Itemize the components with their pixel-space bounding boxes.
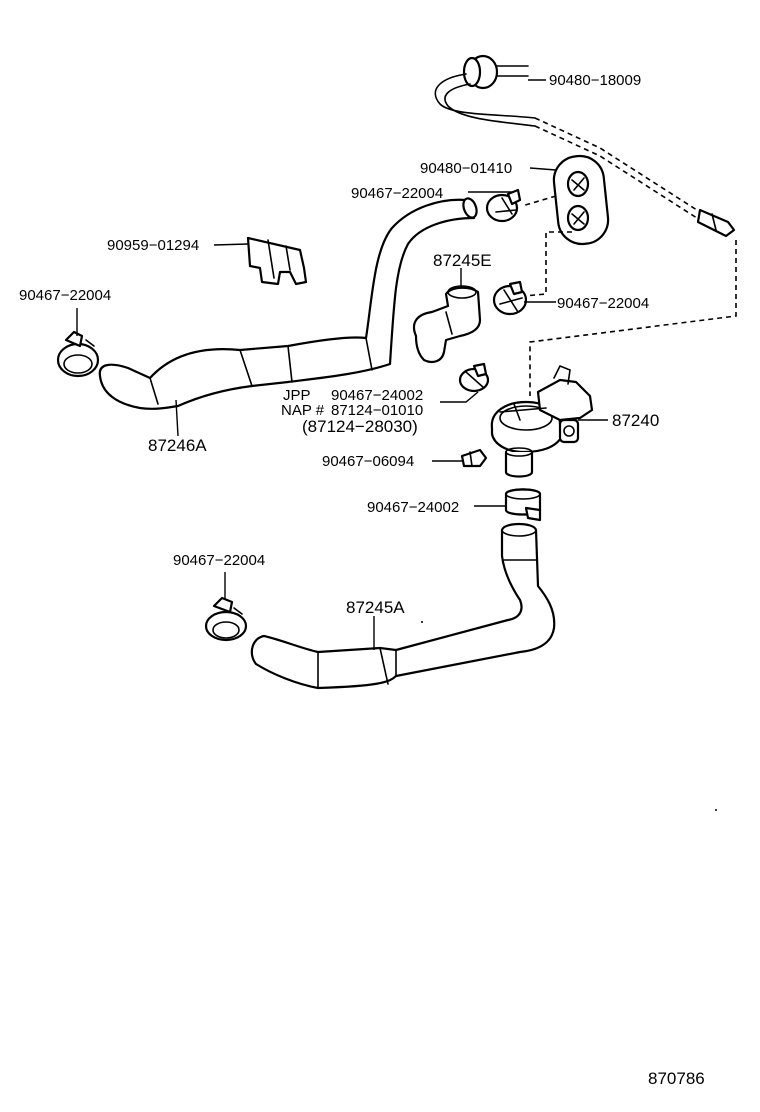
grommet-plate [552, 154, 610, 246]
label-hose-upper-a: 87246A [148, 436, 207, 455]
label-nap-part: 87124−01010 [331, 402, 423, 419]
clamp-upper-a [485, 188, 522, 223]
label-clamp-lower-left: 90467−22004 [173, 552, 265, 569]
label-clip-valve: 90467−06094 [322, 453, 414, 470]
label-water-valve: 87240 [612, 411, 659, 430]
label-clamp-mid-right: 90467−22004 [557, 295, 649, 312]
hose-elbow-87245E [412, 285, 482, 363]
label-prefix-nap: NAP # [281, 402, 325, 419]
label-clamp-upper-a: 90467−22004 [351, 185, 443, 202]
label-grommet-plate: 90480−01410 [420, 160, 512, 177]
label-hose-elbow-e: 87245E [433, 251, 492, 270]
hose-upper-87246A [98, 197, 478, 410]
label-grommet-cable: 90480−18009 [549, 72, 641, 89]
label-clip-holder: 90959−01294 [107, 237, 199, 254]
label-alt-part: (87124−28030) [302, 417, 418, 436]
clamp-mid-right [492, 280, 528, 316]
clamp-lower-left [204, 596, 248, 642]
clamp-left-upper [56, 330, 100, 378]
clip-valve [460, 448, 488, 468]
diagram-number: 870786 [648, 1069, 705, 1088]
label-clamp-valve-top: 90467−24002 [331, 387, 423, 404]
clip-holder [246, 236, 308, 286]
water-valve [490, 364, 594, 478]
clamp-valve-bottom [504, 488, 542, 522]
control-cable [434, 54, 736, 238]
label-prefix-jpp: JPP [283, 387, 311, 404]
label-hose-lower-a: 87245A [346, 598, 405, 617]
clamp-valve-top [458, 362, 490, 393]
label-clamp-left-upper: 90467−22004 [19, 287, 111, 304]
label-clamp-valve-bottom: 90467−24002 [367, 499, 459, 516]
hose-lower-87245A [250, 522, 556, 690]
